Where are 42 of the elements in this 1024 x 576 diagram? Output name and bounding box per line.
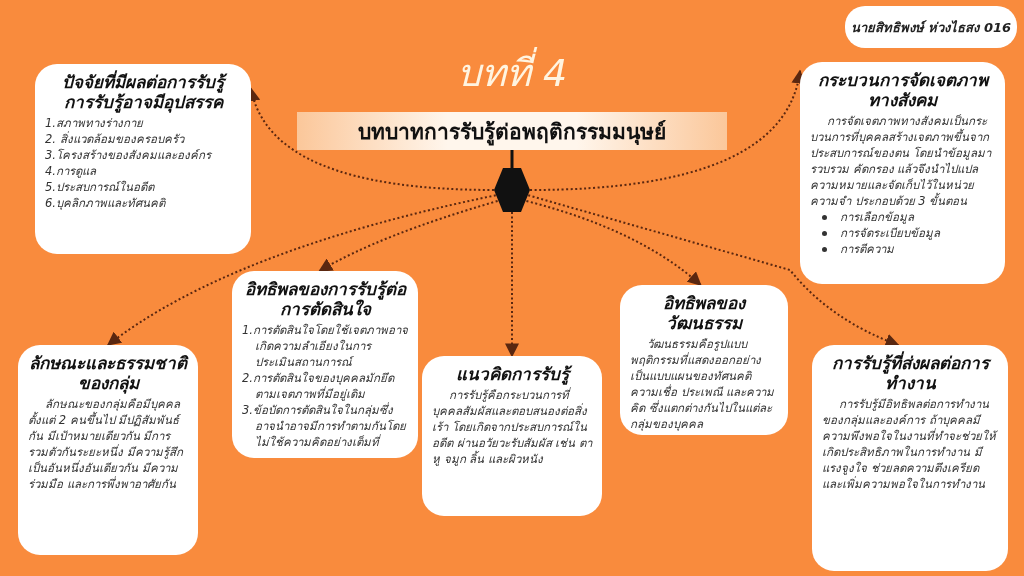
list-item: 2. สิ่งแวดล้อมของครอบครัว: [45, 131, 186, 147]
list-item: การจัดระเบียบข้อมูล: [839, 226, 940, 240]
connector-line: [510, 150, 514, 168]
arrow: [527, 194, 900, 347]
info-card: [232, 271, 418, 458]
arrow: [525, 200, 702, 286]
title: บทที่ 4: [362, 42, 662, 103]
card-text: การจัดเจตภาพทางสังคมเป็นกระบวนการที่บุคคลสร้างเจตภาพขึ้นจากประสบการณ์ของตน โดยนำข้อมูลมารวบรวม คัดกรอง แล้วจึงนำไปแปลความหมายและจัดเก็บไว้ในหน่วยความจำ ประกอบด้วย 3 ขั้นตอน: [810, 113, 993, 209]
list-item: 4.การดูแล: [45, 163, 97, 179]
arrow: [106, 194, 497, 346]
info-card: [18, 345, 198, 555]
list-item: 1.สภาพทางร่างกาย: [45, 115, 144, 131]
card-heading: กระบวนการจัดเจตภาพทางสังคม: [816, 70, 991, 110]
arrow: [529, 69, 805, 191]
info-card: [812, 345, 1008, 571]
info-card: [35, 64, 251, 254]
name-tag: นายสิทธิพงษ์ ห่วงไธสง 016: [845, 6, 1017, 48]
list-item: 6.บุคลิกภาพและทัศนคติ: [45, 195, 167, 211]
list-item: การตีความ: [839, 242, 894, 256]
list-item: 3.โครงสร้างของสังคมและองค์กร: [45, 147, 213, 163]
card-heading: อิทธิพลของวัฒนธรรม: [662, 293, 748, 333]
card-text: วัฒนธรรมคือรูปแบบพฤติกรรมที่แสดงออกอย่างเป็นแบบแผนของทัศนคติ ความเชื่อ ประเพณี และความคิด ซึ่งแตกต่างกันไปในแต่ละกลุ่มของบุคคล: [630, 336, 776, 432]
card-heading: การรับรู้ที่ส่งผลต่อการทำงาน: [830, 353, 992, 393]
list-item: 1.การตัดสินใจโดยใช้เจตภาพอาจเกิดความลำเอียงในการประเมินสถานการณ์: [242, 322, 408, 370]
list-item: การเลือกข้อมูล: [839, 210, 914, 224]
hexagon-shape: [494, 168, 530, 212]
card-heading: ปัจจัยที่มีผลต่อการรับรู้ การรับรู้อาจมีอุปสรรค: [45, 72, 241, 112]
card-text: การรับรู้มีอิทธิพลต่อการทำงานของกลุ่มและองค์การ ถ้าบุคคลมีความพึงพอใจในงานที่ทำจะช่วยให้เกิดประสิทธิภาพในการทำงาน มีแรงจูงใจ ช่วยลดความตึงเครียด และเพิ่มความพอใจในการทำงาน: [822, 396, 998, 492]
info-card: [620, 285, 788, 435]
list-item: 3.ข้อบัดการตัดสินใจในกลุ่มซึ่งอาจนำอาจมีการทำตามกันโดยไม่ใช้ความคิดอย่างเต็มที่: [242, 402, 407, 450]
card-heading: อิทธิพลของการรับรู้ต่อการตัดสินใจ: [243, 279, 408, 319]
title-banner: บทบาทการรับรู้ต่อพฤติกรรมมนุษย์: [297, 112, 727, 150]
card-text: การรับรู้คือกระบวนการที่บุคคลสัมผัสและตอบสนองต่อสิ่งเร้า โดยเกิดจากประสบการณ์ในอดีต ผ่านอวัยวะรับสัมผัส เช่น ตา หู จมูก ลิ้น และผิวหนัง: [432, 387, 592, 467]
list-item: 2.การตัดสินใจของบุคคลมักยึดตามเจตภาพที่มีอยู่เดิม: [242, 370, 396, 402]
arrow: [505, 211, 519, 358]
arrow: [318, 200, 499, 272]
info-card: [800, 62, 1005, 284]
card-heading: แนวคิดการรับรู้: [432, 364, 592, 384]
info-card: [422, 356, 602, 516]
card-heading: ลักษณะและธรรมชาติของกลุ่ม: [28, 353, 188, 393]
list-item: 5.ประสบการณ์ในอดีต: [45, 179, 156, 195]
card-text: ลักษณะของกลุ่มคือมีบุคคลตั้งแต่ 2 คนขึ้นไป มีปฏิสัมพันธ์กัน มีเป้าหมายเดียวกัน มีการรวมตัวกันระยะหนึ่ง มีความรู้สึกเป็นอันหนึ่งอันเดียวกัน มีความร่วมมือ และการพึ่งพาอาศัยกัน: [28, 396, 184, 492]
